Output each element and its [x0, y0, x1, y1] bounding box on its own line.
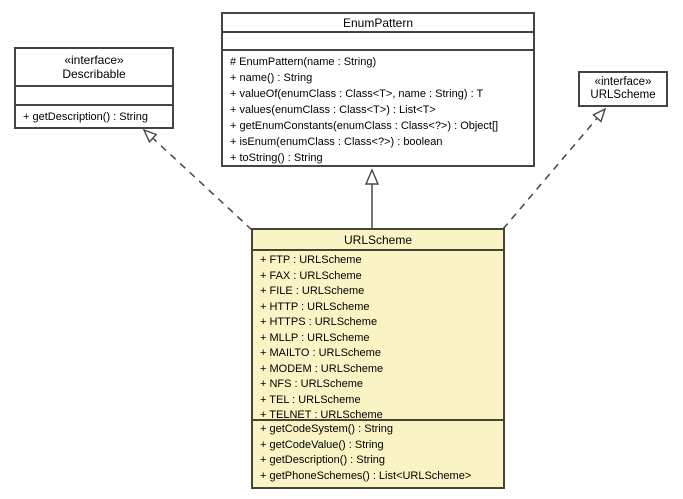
member-line: + getDescription() : String	[260, 454, 386, 466]
realization-edge-describable	[142, 128, 253, 231]
class-name: Describable	[62, 67, 126, 81]
member-line: + HTTP : URLScheme	[260, 300, 370, 313]
class-name: URLScheme	[343, 232, 413, 247]
stereotype-label: «interface»	[64, 53, 124, 67]
methods-compartment: + getDescription() : String	[16, 106, 172, 127]
class-header-urlscheme[interactable]: URLScheme	[253, 230, 503, 251]
methods-compartment: + getCodeSystem() : String + getCodeValue…	[253, 421, 503, 487]
class-box-urlscheme[interactable]: URLScheme + FTP : URLScheme + FAX : URLSc…	[251, 228, 505, 489]
member-line: + MAILTO : URLScheme	[260, 347, 381, 359]
class-name: EnumPattern	[342, 15, 414, 30]
member-line: + MODEM : URLScheme	[260, 362, 384, 375]
member-line: + isEnum(enumClass : Class<?>) : boolean	[230, 136, 443, 148]
member-line: + name() : String	[230, 72, 313, 84]
member-line: + FILE : URLScheme	[260, 285, 365, 297]
attributes-compartment: + FTP : URLScheme + FAX : URLScheme + FILE…	[253, 251, 503, 421]
realization-edge-urlscheme-interface	[502, 107, 607, 230]
class-box-urlscheme-interface[interactable]: «interface» URLScheme	[578, 71, 668, 107]
class-header-urlscheme-interface[interactable]: «interface» URLScheme	[580, 73, 666, 105]
class-header-enumpattern[interactable]: EnumPattern	[223, 14, 533, 33]
member-line: + getCodeValue() : String	[260, 438, 384, 451]
member-line: + values(enumClass : Class<T>) : List<T>	[230, 104, 436, 116]
member-line: + FAX : URLScheme	[260, 269, 362, 282]
member-line: + getPhoneSchemes() : List<URLScheme>	[260, 469, 472, 482]
attributes-compartment	[16, 87, 172, 106]
member-line: + getEnumConstants(enumClass : Class<?>)…	[230, 120, 499, 132]
class-name: URLScheme	[590, 89, 656, 101]
methods-compartment: # EnumPattern(name : String) + name() : S…	[223, 51, 533, 165]
member-line: + TEL : URLScheme	[260, 393, 361, 406]
class-box-enumpattern[interactable]: EnumPattern # EnumPattern(name : String)…	[221, 12, 535, 167]
member-line: + getCodeSystem() : String	[260, 423, 393, 435]
attributes-compartment	[223, 33, 533, 51]
member-line: # EnumPattern(name : String)	[230, 56, 377, 68]
class-header-describable[interactable]: «interface» Describable	[16, 49, 172, 87]
stereotype-label: «interface»	[594, 75, 652, 88]
member-line: + MLLP : URLScheme	[260, 331, 370, 344]
member-line: + HTTPS : URLScheme	[260, 316, 378, 328]
class-box-describable[interactable]: «interface» Describable + getDescription…	[14, 47, 174, 129]
member-line: + FTP : URLScheme	[260, 254, 362, 266]
member-line: + TELNET : URLScheme	[260, 409, 383, 421]
member-line: + NFS : URLScheme	[260, 378, 364, 390]
member-line: + getDescription() : String	[23, 110, 149, 123]
member-line: + valueOf(enumClass : Class<T>, name : S…	[230, 88, 484, 100]
member-line: + toString() : String	[230, 152, 323, 164]
